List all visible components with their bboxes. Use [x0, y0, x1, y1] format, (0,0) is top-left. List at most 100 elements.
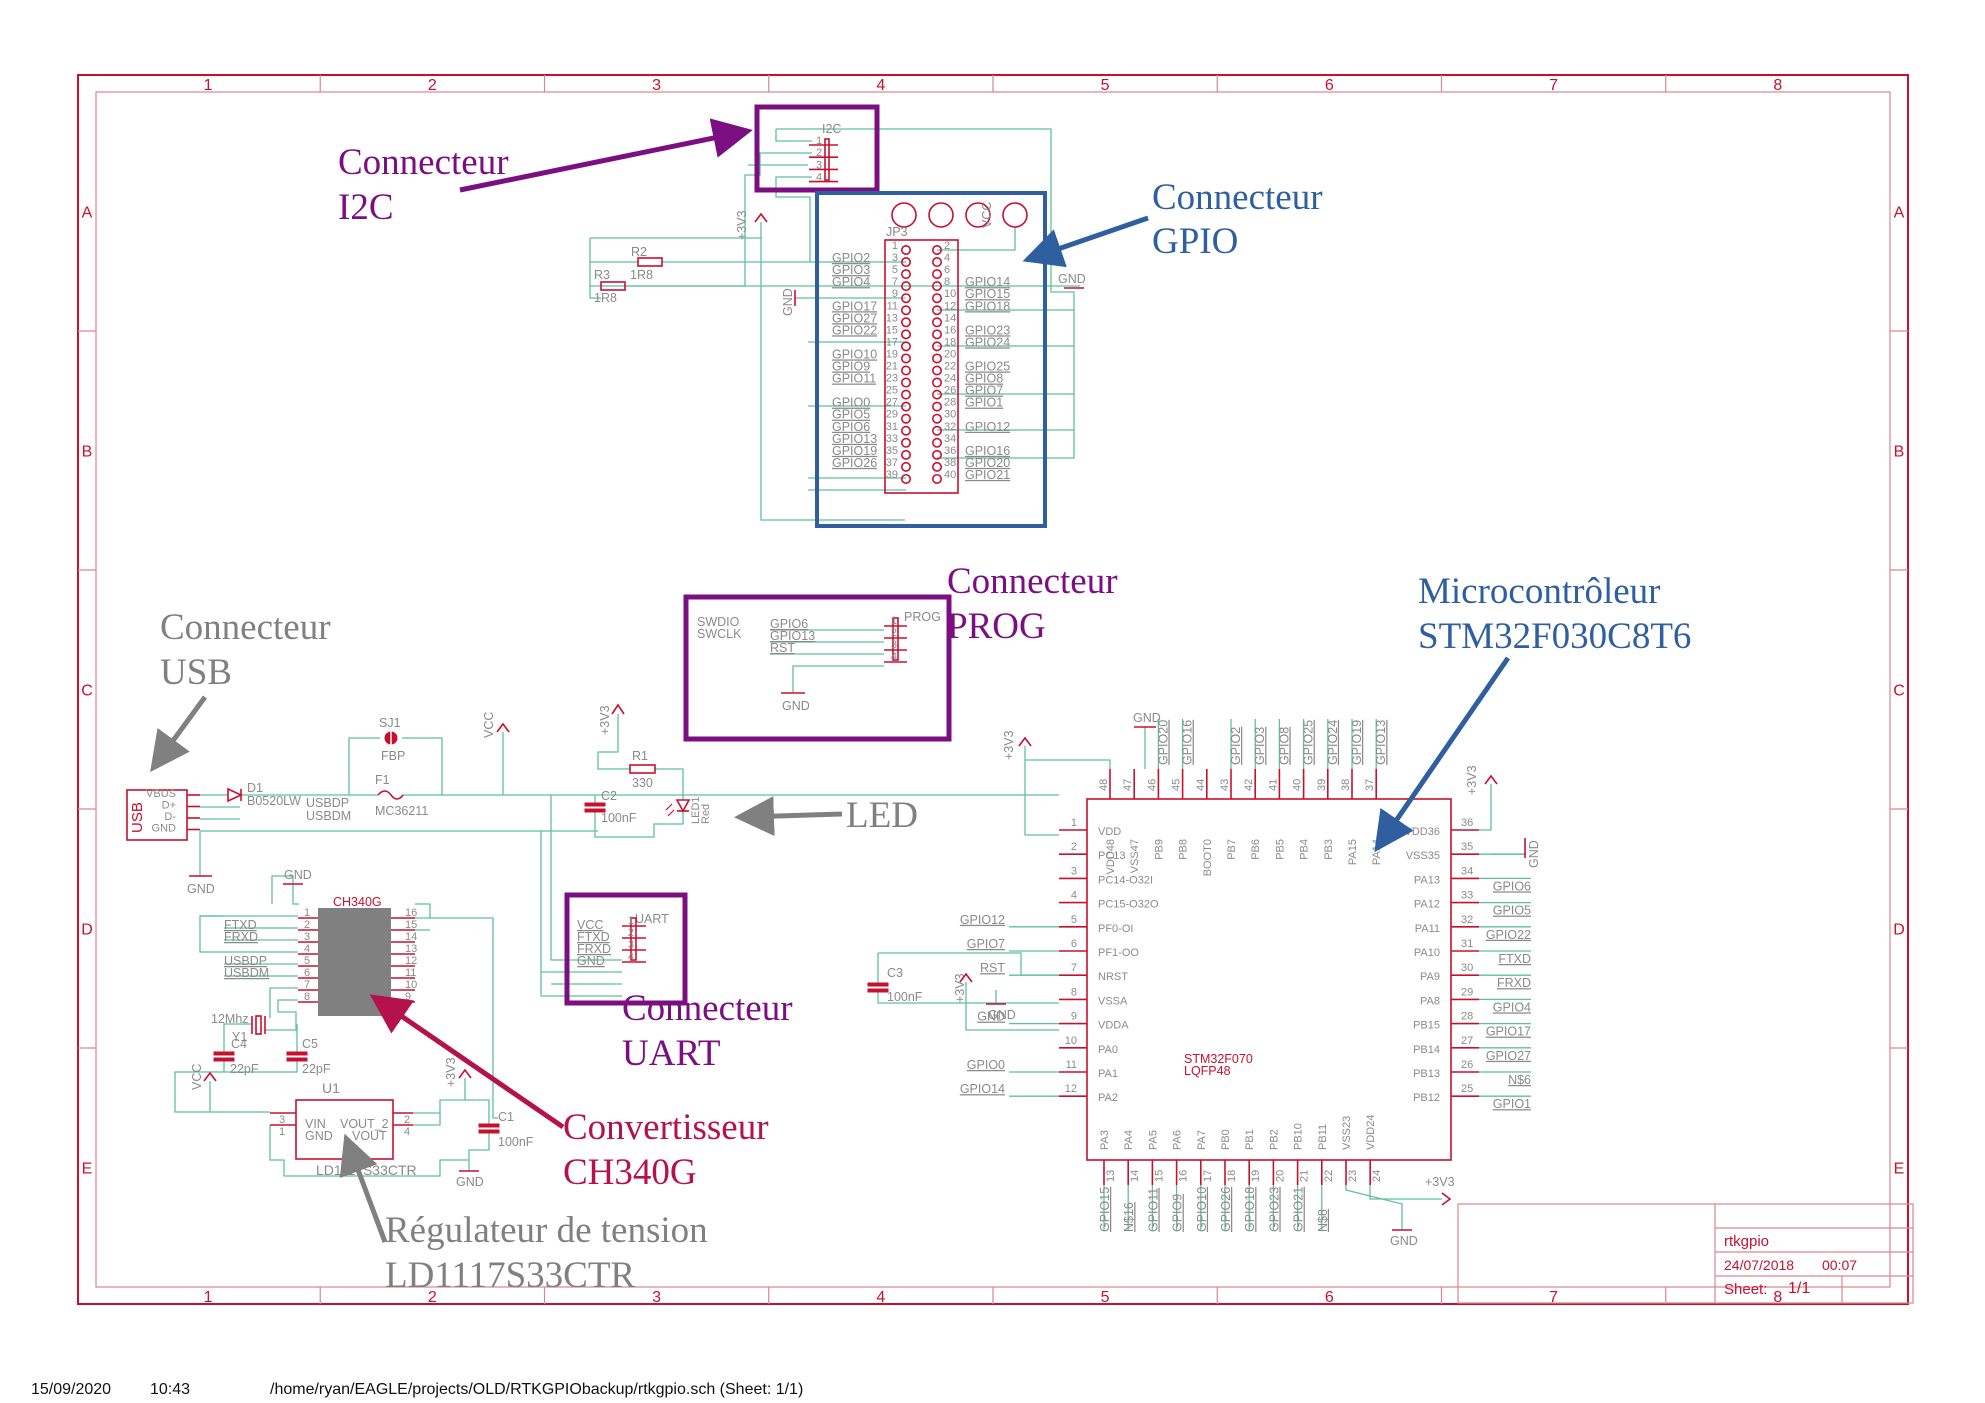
wire-path [200, 806, 240, 820]
d1-value: B0520LW [247, 794, 301, 808]
mcu-pin-name: VSS47 [1129, 839, 1141, 873]
prog-header-body [892, 617, 899, 661]
mcu-pin-number: 36 [1461, 817, 1473, 829]
grid-column-label: 4 [876, 77, 885, 94]
u1-pin-name: VIN [305, 1117, 326, 1131]
mcu-package: LQFP48 [1184, 1064, 1231, 1078]
jp3-net-label: GPIO4 [832, 275, 870, 289]
mcu-pin-name: PB6 [1250, 839, 1262, 860]
mcu-pin-number: 9 [1071, 1011, 1077, 1023]
mcu-pin-name: PB5 [1274, 839, 1286, 860]
arrow-icon [369, 994, 565, 1130]
header-pin-pad [900, 293, 911, 304]
prog-pin-number: 1 [891, 615, 897, 627]
regulator-u1[interactable]: U1 VIN GND VOUT_2 VOUT 3 1 2 4 LD1117S33… [190, 1057, 534, 1189]
mcu-pin-name: PA0 [1098, 1044, 1118, 1056]
mcu-net-label: GPIO0 [967, 1058, 1005, 1072]
c5-name: C5 [302, 1037, 318, 1051]
annotation-text: I2C [338, 187, 394, 228]
header-pin-pad [900, 449, 911, 460]
mcu-pin-name: PB14 [1413, 1044, 1440, 1056]
grid-column-label: 6 [1325, 77, 1334, 94]
sj1-name: SJ1 [379, 716, 401, 730]
mcu-pin-name: VSSA [1098, 995, 1128, 1007]
mcu-pin-name: PA4 [1123, 1130, 1135, 1150]
supply-3v3-label: +3V3 [735, 210, 749, 240]
wire-path [776, 128, 1052, 194]
capacitor-plate [213, 1051, 235, 1056]
led-name: LED1 [690, 796, 702, 824]
mcu-pin-number: 35 [1461, 841, 1473, 853]
mcu-pin-name: PF0-OI [1098, 923, 1133, 935]
grid-column-label: 7 [1549, 77, 1558, 94]
wire-path [348, 737, 443, 795]
wire-path [174, 1061, 270, 1113]
wire-path [590, 152, 812, 287]
title-block-sheet-label: Sheet: [1724, 1281, 1767, 1298]
stm32-microcontroller[interactable]: STM32F070 LQFP48 1VDD2PC133PC14-O32I4PC1… [867, 711, 1541, 1248]
mcu-pin-name: PA15 [1347, 839, 1359, 865]
ch340-pin-number: 13 [405, 943, 417, 955]
mcu-pin-number: 17 [1202, 1170, 1214, 1182]
capacitor-plate [584, 802, 606, 807]
led-block: +3V3 R1 330 C2 100nF LED1 Red [584, 703, 712, 825]
wire-path [1369, 1185, 1442, 1200]
jp3-pin-number: 10 [944, 288, 956, 300]
annotation-mcu: Microcontrôleur STM32F030C8T6 [1374, 571, 1691, 853]
wires [174, 128, 1525, 1230]
print-footer: 15/09/2020 10:43 /home/ryan/EAGLE/projec… [31, 1381, 803, 1398]
jp3-pin-number: 7 [892, 276, 898, 288]
header-pin-pad [931, 317, 942, 328]
mcu-net-label: GPIO12 [960, 913, 1005, 927]
mcu-bottom-supply: +3V3 [1425, 1175, 1455, 1189]
supply-arrow-icon [458, 1068, 472, 1079]
c1-name: C1 [498, 1110, 514, 1124]
jp3-pin-number: 2 [944, 240, 950, 252]
mcu-net-label: FTXD [1498, 952, 1531, 966]
mcu-pin-name: VDD36 [1405, 826, 1440, 838]
mcu-pin-number: 32 [1461, 914, 1473, 926]
jp3-pin-number: 17 [886, 336, 898, 348]
wire-path [550, 795, 622, 961]
annotation-text: UART [622, 1033, 721, 1074]
ch340-gnd-label: GND [284, 868, 312, 882]
wire-path [792, 665, 884, 693]
jp3-pin-number: 30 [944, 409, 956, 421]
title-block-name: rtkgpio [1724, 1233, 1769, 1250]
jp3-pin-number: 23 [886, 373, 898, 385]
mcu-pin-name: PB13 [1413, 1068, 1440, 1080]
prog-side-label: SWCLK [697, 627, 742, 641]
wire-path [965, 982, 1059, 1031]
supply-arrow-icon [1018, 736, 1032, 747]
ch340-pin-number: 10 [405, 979, 417, 991]
annotation-ch340: Convertisseur CH340G [369, 994, 769, 1193]
mcu-net-label: GPIO15 [1098, 1187, 1112, 1232]
prog-net-label: GPIO6 [770, 617, 808, 631]
mcu-net-label: RST [980, 961, 1005, 975]
jp3-net-label: GPIO19 [832, 444, 877, 458]
annotation-text: USB [160, 652, 232, 693]
grid-column-label: 2 [428, 1289, 437, 1306]
annotation-led: LED [734, 795, 918, 837]
ch340-pin-number: 9 [405, 991, 411, 1003]
jp3-pin-number: 26 [944, 385, 956, 397]
mcu-pin-name: PB15 [1413, 1020, 1440, 1032]
mount-hole [965, 202, 991, 228]
crystal-icon [255, 1015, 262, 1035]
supply-arrow-icon [611, 703, 625, 715]
header-pin-pad [931, 449, 942, 460]
grid-column-label: 2 [428, 77, 437, 94]
c3-name: C3 [887, 966, 903, 980]
wire-path [594, 811, 684, 838]
jp3-net-label: GPIO2 [832, 251, 870, 265]
jp3-pin-number: 40 [944, 469, 956, 481]
grid-column-label: 8 [1773, 77, 1782, 94]
mcu-pin-number: 40 [1292, 779, 1304, 791]
f1-value: MC36211 [375, 804, 428, 818]
